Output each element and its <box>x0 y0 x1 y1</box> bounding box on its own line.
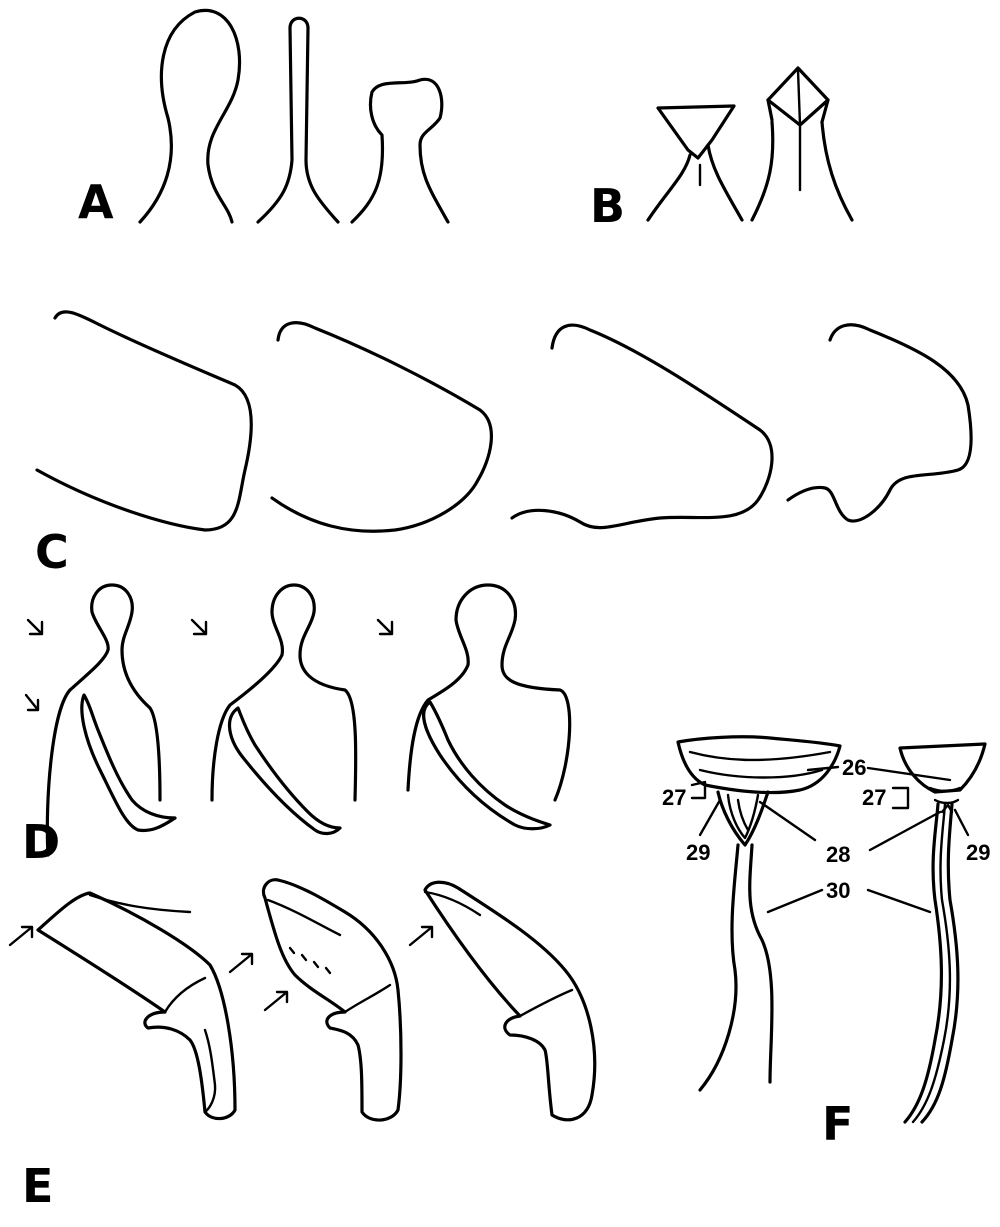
panel-a-label: A <box>78 175 114 229</box>
panel-e-shapes <box>38 880 595 1120</box>
callout-29-left: 29 <box>686 840 710 865</box>
panel-b-shapes <box>648 68 852 220</box>
callout-27-left: 27 <box>662 785 686 810</box>
panel-d-shapes <box>26 585 570 855</box>
panel-f-left-structure <box>678 737 840 1090</box>
panel-e-label: E <box>22 1159 53 1213</box>
panel-d-label: D <box>22 815 60 869</box>
callout-27-right: 27 <box>862 785 886 810</box>
panel-f-label: F <box>822 1097 853 1151</box>
panel-c-shapes <box>37 312 971 531</box>
panel-a-shapes <box>140 10 448 222</box>
panel-f-right-structure <box>900 744 985 1122</box>
callout-29-right: 29 <box>966 840 990 865</box>
callout-26: 26 <box>842 755 866 780</box>
panel-c-label: C <box>35 525 69 579</box>
callout-30: 30 <box>826 878 850 903</box>
panel-d-arrows <box>28 620 392 634</box>
panel-b-label: B <box>590 179 625 233</box>
callout-28: 28 <box>826 842 850 867</box>
